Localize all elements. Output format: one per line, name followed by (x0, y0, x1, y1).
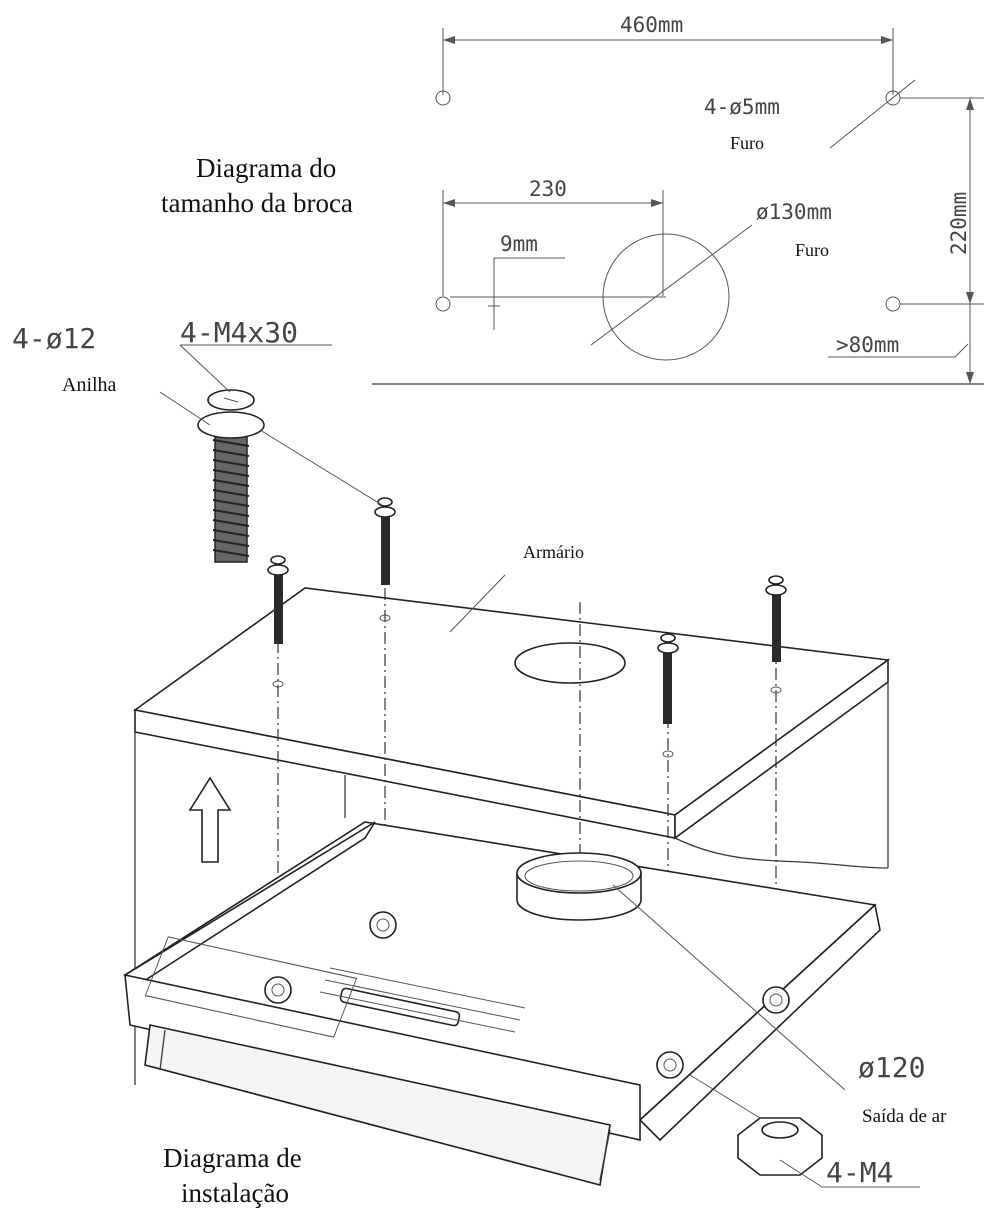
arrow-head (651, 199, 663, 207)
leader-line-detail (259, 429, 383, 506)
dimension-220mm: 220mm (947, 192, 971, 255)
arrow-head (443, 199, 455, 207)
drill-hole-bottom-right (885, 296, 901, 312)
screw-spec: 4-M4x30 (180, 316, 298, 349)
label-duct-hole: Furo (795, 240, 829, 260)
mount-hole (762, 986, 790, 1014)
dimension-9mm: 9mm (500, 232, 538, 256)
label-washer: Anilha (62, 374, 117, 396)
screw-head (270, 555, 286, 565)
hood-control-slider (339, 987, 461, 1027)
screws (267, 497, 787, 724)
vent-row (324, 979, 521, 1021)
installation-title-line-2: instalação (181, 1178, 289, 1208)
dimension-hole-diameter: 4-ø5mm (704, 95, 780, 119)
drill-size-diagram: 460mm 4-ø5mm Furo 230 ø130mm Furo 9mm 22… (161, 13, 984, 385)
nut-hole (761, 1121, 799, 1139)
screw-shaft (663, 650, 672, 724)
up-arrow-icon (188, 776, 232, 863)
screw-head (660, 633, 676, 643)
screw-washer (657, 642, 679, 654)
duct-collar (516, 852, 642, 921)
screw-washer (267, 564, 289, 576)
mount-hole-inner (769, 993, 783, 1007)
mount-hole-inner (376, 918, 390, 932)
screw (374, 497, 396, 585)
cabinet-cutout-curve (674, 837, 889, 869)
mount-hole (656, 1051, 684, 1079)
label-cabinet: Armário (523, 542, 584, 562)
hood-mount-holes (264, 911, 790, 1079)
drill-diagram-title-line-2: tamanho da broca (161, 188, 353, 218)
duct-spec: ø120 (858, 1051, 925, 1084)
drill-hole-bottom-left (435, 296, 451, 312)
hood-front-panel (124, 973, 641, 1142)
dimension-230: 230 (529, 177, 567, 201)
leader-line-nut-hole (689, 1074, 761, 1119)
leader-line-nut (779, 1159, 823, 1188)
cabinet-screw-hole (662, 750, 674, 758)
screw-head (768, 575, 784, 585)
dimension-80mm: >80mm (836, 333, 899, 357)
nut-spec: 4-M4 (826, 1156, 893, 1189)
arrow-head (966, 98, 974, 110)
installation-drawing: 4-ø12 4-M4x30 Anilha Armário ø120 Saída … (12, 316, 947, 1208)
leader-line-washer (159, 391, 211, 426)
arrow-head (966, 292, 974, 304)
screw (765, 575, 787, 662)
screw-detail-washer (197, 411, 265, 439)
arrow-head (966, 372, 974, 384)
mount-hole (369, 911, 397, 939)
hood-visor (144, 1024, 611, 1186)
drill-hole-top-left (435, 90, 451, 106)
label-air-outlet: Saída de ar (862, 1106, 947, 1127)
leader-line-cabinet (449, 574, 506, 633)
screw-detail-threads (212, 439, 250, 557)
vent-grille (144, 936, 358, 1038)
dimension-duct-hole: ø130mm (756, 200, 832, 224)
mount-hole-inner (271, 983, 285, 997)
screw-washer (765, 584, 787, 596)
label-hole: Furo (730, 133, 764, 153)
nut (689, 1074, 920, 1188)
duct-collar-top (516, 852, 642, 894)
screw (267, 555, 289, 644)
screw-washer (374, 506, 396, 518)
leader-line-holes (829, 79, 916, 149)
screw-detail-slot (223, 397, 239, 403)
leader-line-80mm (954, 343, 969, 358)
visor-edge (159, 1029, 166, 1071)
leader-line-screw-spec (179, 344, 231, 393)
duct-collar-inner (524, 860, 634, 892)
cabinet-duct-hole (514, 642, 626, 684)
visor-edge (599, 1129, 611, 1181)
cabinet (133, 574, 891, 1085)
mount-hole-inner (663, 1058, 677, 1072)
vent-row (319, 991, 516, 1033)
installation-title-line-1: Diagrama de (163, 1143, 302, 1173)
hood-vents (144, 936, 526, 1038)
mount-hole (264, 976, 292, 1004)
drill-diagram-title-line-1: Diagrama do (196, 153, 336, 183)
screw (657, 633, 679, 724)
screw-head (377, 497, 393, 507)
nut-body (737, 1117, 823, 1176)
vent-row (329, 967, 526, 1009)
screw-shaft (274, 572, 283, 644)
leader-line-duct-hole (590, 224, 753, 346)
screw-detail (159, 344, 383, 563)
screw-shaft (381, 513, 390, 585)
screw-shaft (772, 592, 781, 662)
arrow-head (881, 36, 893, 44)
leader-line-air-outlet (612, 884, 846, 1091)
arrow-head (443, 36, 455, 44)
dimension-460mm: 460mm (620, 13, 683, 37)
washer-spec: 4-ø12 (12, 322, 96, 355)
